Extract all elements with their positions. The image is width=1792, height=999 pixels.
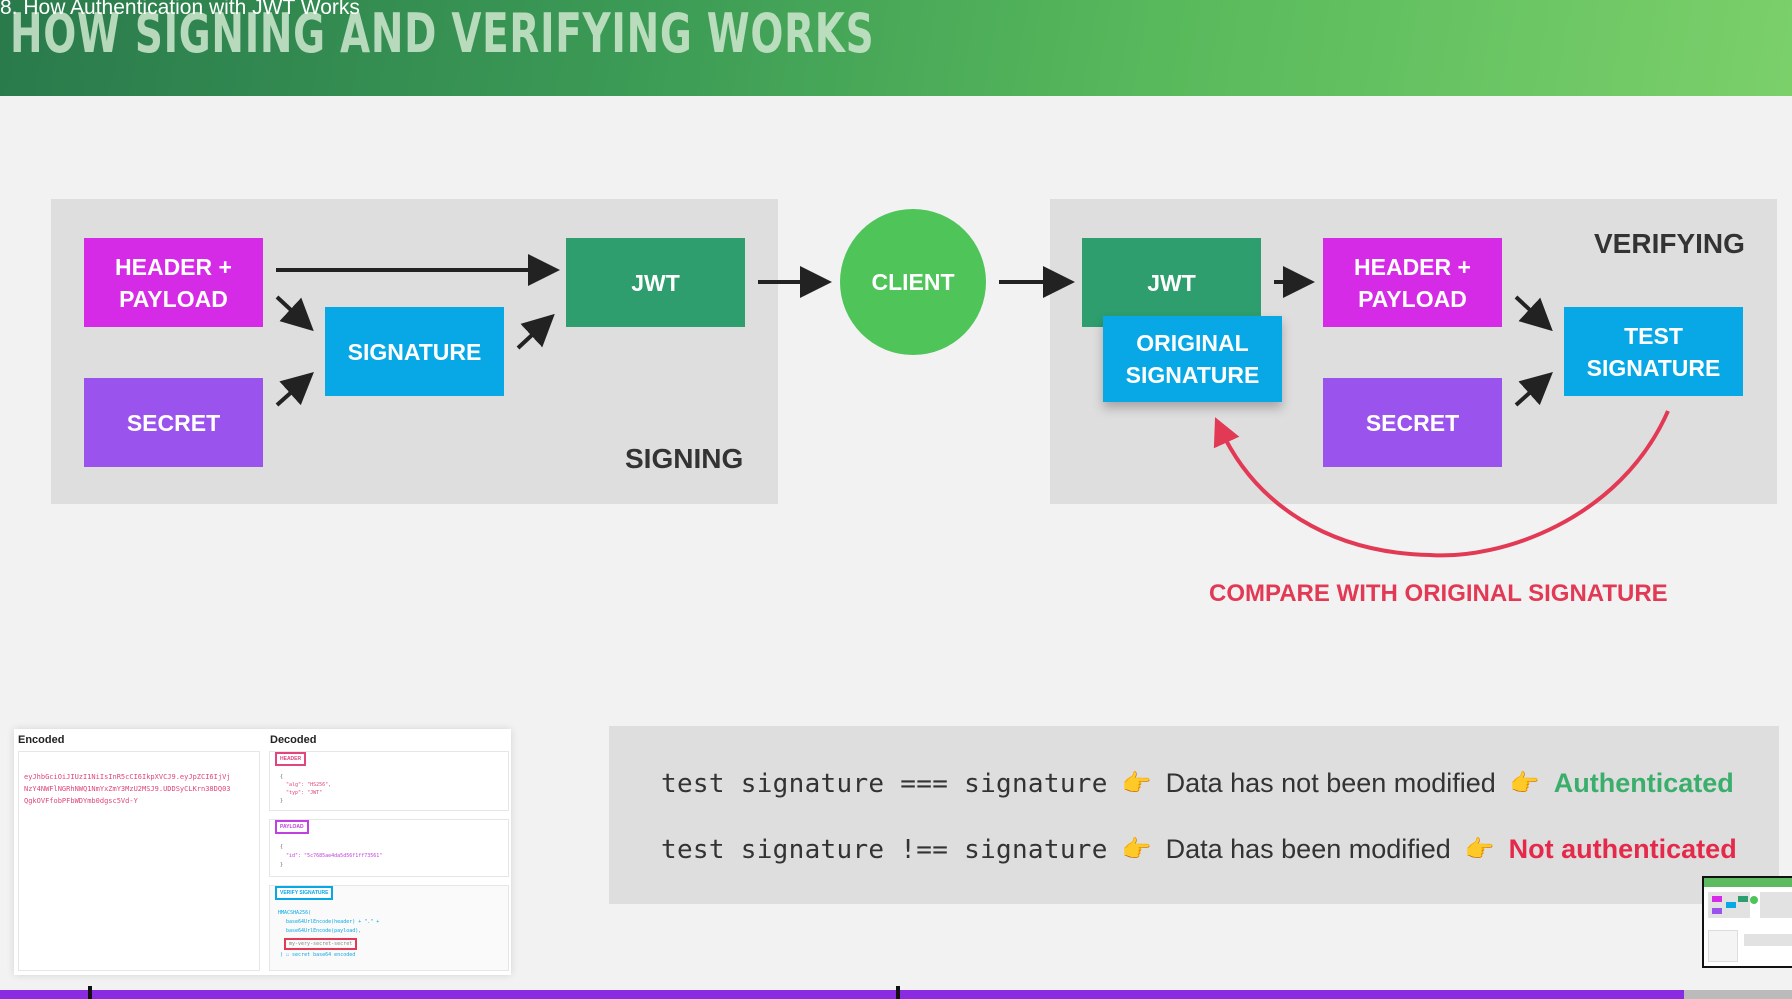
video-progress-fill [0, 990, 1685, 999]
arrow-secret-to-test [1514, 372, 1553, 407]
verify-code-line: base64UrlEncode(header) + "." + [286, 919, 380, 925]
signing-header-payload-box: HEADER + PAYLOAD [84, 238, 263, 327]
header-json-line: "typ": "JWT" [286, 790, 323, 796]
decoded-verify-section: VERIFY SIGNATURE HMACSHA256( base64UrlEn… [269, 885, 509, 971]
encoded-title: Encoded [18, 734, 65, 746]
slide-heading: HOW SIGNING AND VERIFYING WORKS [10, 2, 875, 65]
verifying-jwt-box: JWT [1082, 238, 1261, 327]
thumbnail-box [1726, 902, 1736, 908]
comparison-meaning: Data has not been modified [1165, 768, 1496, 798]
payload-tag: PAYLOAD [275, 820, 309, 834]
header-json-line: } [280, 798, 284, 804]
comparison-expr: test signature !== signature [661, 834, 1108, 865]
encoded-token: eyJhbGciOiJIUzI1NiIsInR5cCI6IkpXVCJ9.eyJ… [24, 773, 231, 805]
jwt-io-screenshot: Encoded Decoded eyJhbGciOiJIUzI1NiIsInR5… [14, 729, 511, 975]
encoded-column [18, 751, 260, 971]
signing-secret-box: SECRET [84, 378, 263, 467]
compare-label: COMPARE WITH ORIGINAL SIGNATURE [1209, 580, 1668, 607]
original-signature-box: ORIGINAL SIGNATURE [1103, 316, 1282, 402]
header-json-line: "alg": "HS256", [286, 782, 332, 788]
pointing-hand-icon: 👉 [1121, 836, 1152, 863]
payload-json-line: "id": "5c7685ae4da5d56f1ff73561" [286, 853, 383, 859]
chapter-marker [896, 986, 900, 999]
verify-code-line: base64UrlEncode(payload), [286, 928, 362, 934]
decoded-title: Decoded [270, 734, 317, 746]
verifying-header-payload-box: HEADER + PAYLOAD [1323, 238, 1502, 327]
comparison-expr: test signature === signature [661, 768, 1108, 799]
video-title: 8. How Authentication with JWT Works [0, 0, 360, 19]
thumbnail-box [1712, 896, 1722, 902]
verifying-secret-box: SECRET [1323, 378, 1502, 467]
verify-secret-highlight: my-very-secret-secret [284, 938, 358, 950]
client-circle: CLIENT [840, 209, 986, 355]
thumbnail-circle [1750, 896, 1758, 904]
decoded-column: HEADER { "alg": "HS256", "typ": "JWT" } … [269, 751, 509, 971]
chapter-marker [88, 986, 92, 999]
header-tag: HEADER [275, 752, 307, 766]
comparison-row-not-equal: test signature !== signature 👉 Data has … [661, 834, 1737, 865]
verifying-label: VERIFYING [1594, 228, 1745, 259]
payload-json-line: { [280, 844, 284, 850]
compare-curve-arrow [1213, 410, 1670, 558]
verify-tag: VERIFY SIGNATURE [275, 886, 334, 900]
pointing-hand-icon: 👉 [1509, 770, 1540, 797]
video-progress-bar[interactable] [0, 986, 1792, 999]
preview-thumbnail[interactable] [1702, 876, 1792, 968]
payload-json-line: } [280, 862, 284, 868]
arrow-signature-to-jwt [516, 313, 555, 350]
comparison-result-not-authenticated: Not authenticated [1508, 834, 1737, 864]
thumbnail-banner [1704, 878, 1792, 887]
comparison-row-equal: test signature === signature 👉 Data has … [661, 768, 1734, 799]
arrow-header-to-test [1514, 295, 1553, 332]
signing-label: SIGNING [625, 443, 744, 474]
decoded-header-section: HEADER { "alg": "HS256", "typ": "JWT" } [269, 751, 509, 811]
verify-code-line: ) ☐ secret base64 encoded [280, 952, 356, 958]
comparison-meaning: Data has been modified [1165, 834, 1451, 864]
signing-jwt-box: JWT [566, 238, 745, 327]
decoded-payload-section: PAYLOAD { "id": "5c7685ae4da5d56f1ff7356… [269, 819, 509, 877]
comparison-panel: test signature === signature 👉 Data has … [609, 726, 1779, 904]
thumbnail-panel [1760, 892, 1792, 918]
thumbnail-formula [1744, 934, 1792, 946]
slide-banner: HOW SIGNING AND VERIFYING WORKS 8. How A… [0, 0, 1792, 96]
signing-signature-box: SIGNATURE [325, 307, 504, 396]
thumbnail-box [1712, 908, 1722, 914]
pointing-hand-icon: 👉 [1464, 836, 1495, 863]
pointing-hand-icon: 👉 [1121, 770, 1152, 797]
arrow-header-to-signature [275, 295, 314, 332]
thumbnail-box [1738, 896, 1748, 902]
thumbnail-inset [1708, 930, 1738, 962]
comparison-result-authenticated: Authenticated [1553, 768, 1734, 798]
arrow-secret-to-signature [275, 372, 314, 407]
test-signature-box: TEST SIGNATURE [1564, 307, 1743, 396]
header-json-line: { [280, 774, 284, 780]
verify-code-line: HMACSHA256( [278, 910, 312, 916]
